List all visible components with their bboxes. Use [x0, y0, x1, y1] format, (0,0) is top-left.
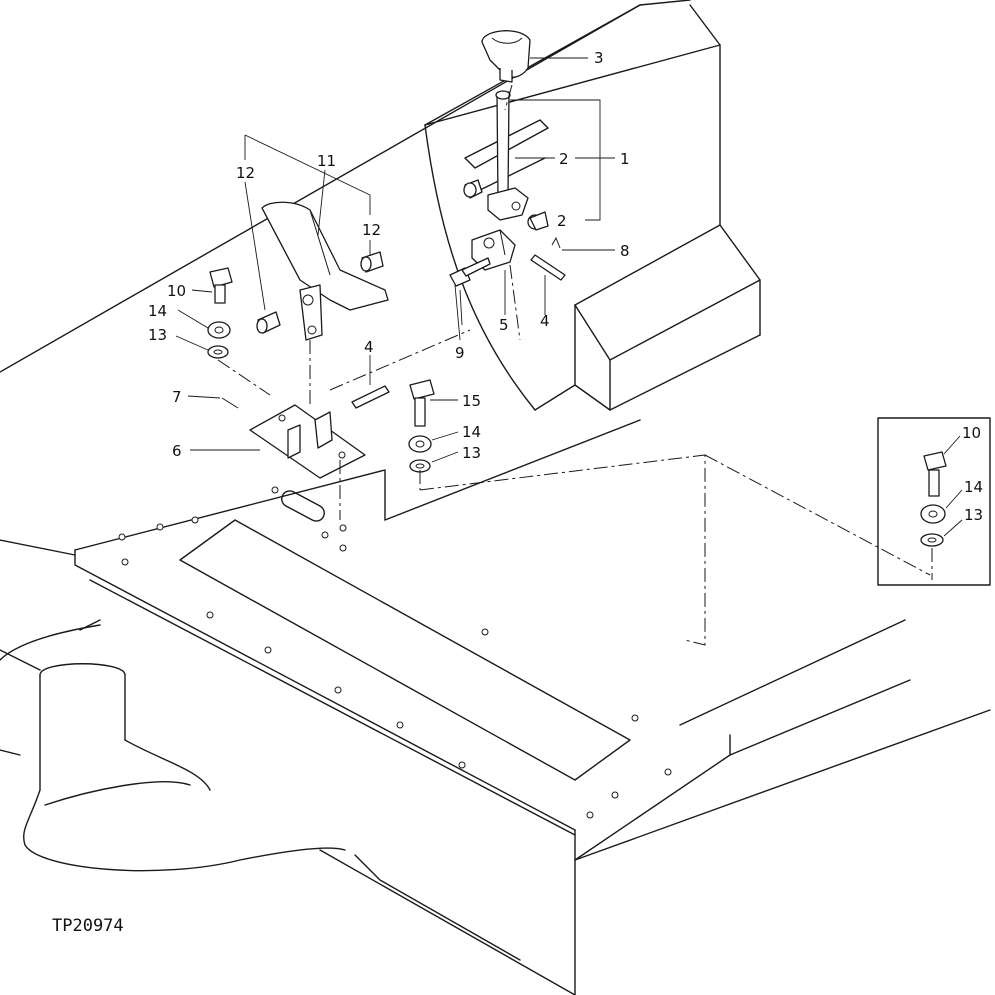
callout-12: 12	[236, 164, 255, 182]
callout-4: 4	[364, 338, 374, 356]
callout-13: 13	[964, 506, 983, 524]
callout-2: 2	[557, 212, 567, 230]
lever-rod	[496, 91, 510, 199]
pedal	[261, 201, 389, 311]
callout-1: 1	[620, 150, 630, 168]
callout-12: 12	[362, 221, 381, 239]
callout-11: 11	[317, 152, 336, 170]
control-console	[424, 4, 761, 411]
callout-13: 13	[462, 444, 481, 462]
callout-9: 9	[455, 344, 465, 362]
callout-8: 8	[620, 242, 630, 260]
callout-10: 10	[167, 282, 186, 300]
callout-7: 7	[172, 388, 182, 406]
leader-lines	[175, 57, 963, 537]
swing-bearing-housing	[0, 624, 346, 872]
callout-2: 2	[559, 150, 569, 168]
control-lever-assembly	[449, 30, 566, 287]
callout-14: 14	[148, 302, 167, 320]
pivot-block	[487, 187, 529, 221]
callout-5: 5	[499, 316, 509, 334]
callout-4: 4	[540, 312, 550, 330]
callout-13: 13	[148, 326, 167, 344]
callout-15: 15	[462, 392, 481, 410]
platform-cutout	[179, 490, 631, 781]
callout-labels: 3 1 2 2 8 4 5 9 11 12 12 10 14 13 4 7 6 …	[148, 49, 983, 524]
callout-6: 6	[172, 442, 182, 460]
callout-10: 10	[962, 424, 981, 442]
callout-3: 3	[594, 49, 604, 67]
pin-and-cotter	[221, 385, 390, 409]
mounting-holes	[118, 486, 672, 819]
callout-14: 14	[964, 478, 983, 496]
hardware-stack-right	[408, 379, 435, 473]
inset-detail	[877, 417, 991, 586]
figure-id: TP20974	[52, 916, 124, 936]
hardware-stack-left	[207, 267, 233, 359]
callout-14: 14	[462, 423, 481, 441]
mounting-bracket	[249, 404, 366, 479]
center-lines	[217, 84, 931, 646]
foot-pedal-assembly	[256, 201, 389, 341]
